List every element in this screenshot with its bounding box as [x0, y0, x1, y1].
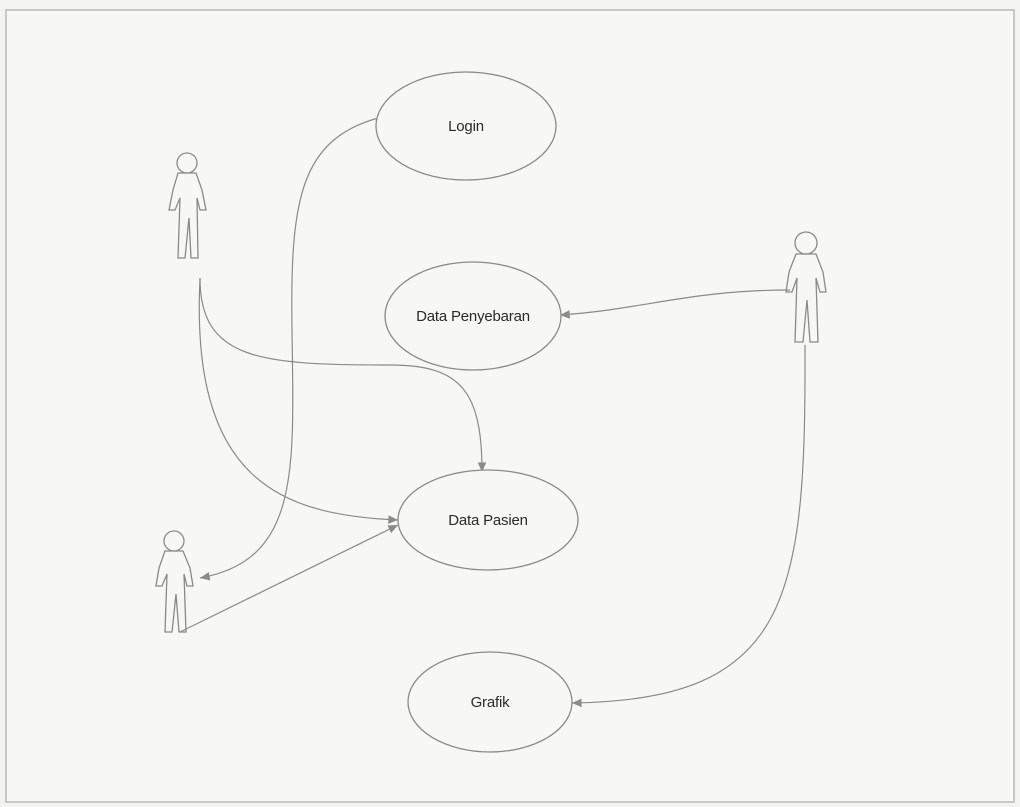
association-actor-bottom-left-data-pasien	[179, 524, 399, 633]
stick-figure-icon	[168, 152, 207, 259]
stick-figure-icon	[785, 231, 827, 343]
use-case-login-ellipse	[375, 71, 557, 181]
actor-bottom-left	[155, 530, 194, 633]
association-actor-right-grafik	[571, 344, 806, 708]
associations	[179, 117, 806, 708]
use-case-login: Login	[375, 71, 557, 181]
use-case-grafik: Grafik	[407, 651, 573, 753]
association-login-actor-bottom-left	[199, 117, 379, 581]
use-case-data-pasien-ellipse	[397, 469, 579, 571]
association-actor-right-data-penyebaran	[559, 289, 791, 319]
use-case-grafik-ellipse	[407, 651, 573, 753]
stick-figure-icon	[155, 530, 194, 633]
association-actor-top-left-data-pasien-upper	[199, 277, 487, 473]
use-case-login-label: Login	[448, 118, 484, 135]
use-case-data-penyebaran-ellipse	[384, 261, 562, 371]
use-case-data-pasien: Data Pasien	[397, 469, 579, 571]
actor-right	[785, 231, 827, 343]
actor-top-left	[168, 152, 207, 259]
use-case-data-penyebaran-label: Data Penyebaran	[416, 308, 530, 325]
association-actor-top-left-data-pasien-lower	[198, 277, 399, 524]
use-case-data-pasien-label: Data Pasien	[448, 512, 528, 529]
use-case-data-penyebaran: Data Penyebaran	[384, 261, 562, 371]
use-case-grafik-label: Grafik	[471, 694, 511, 711]
